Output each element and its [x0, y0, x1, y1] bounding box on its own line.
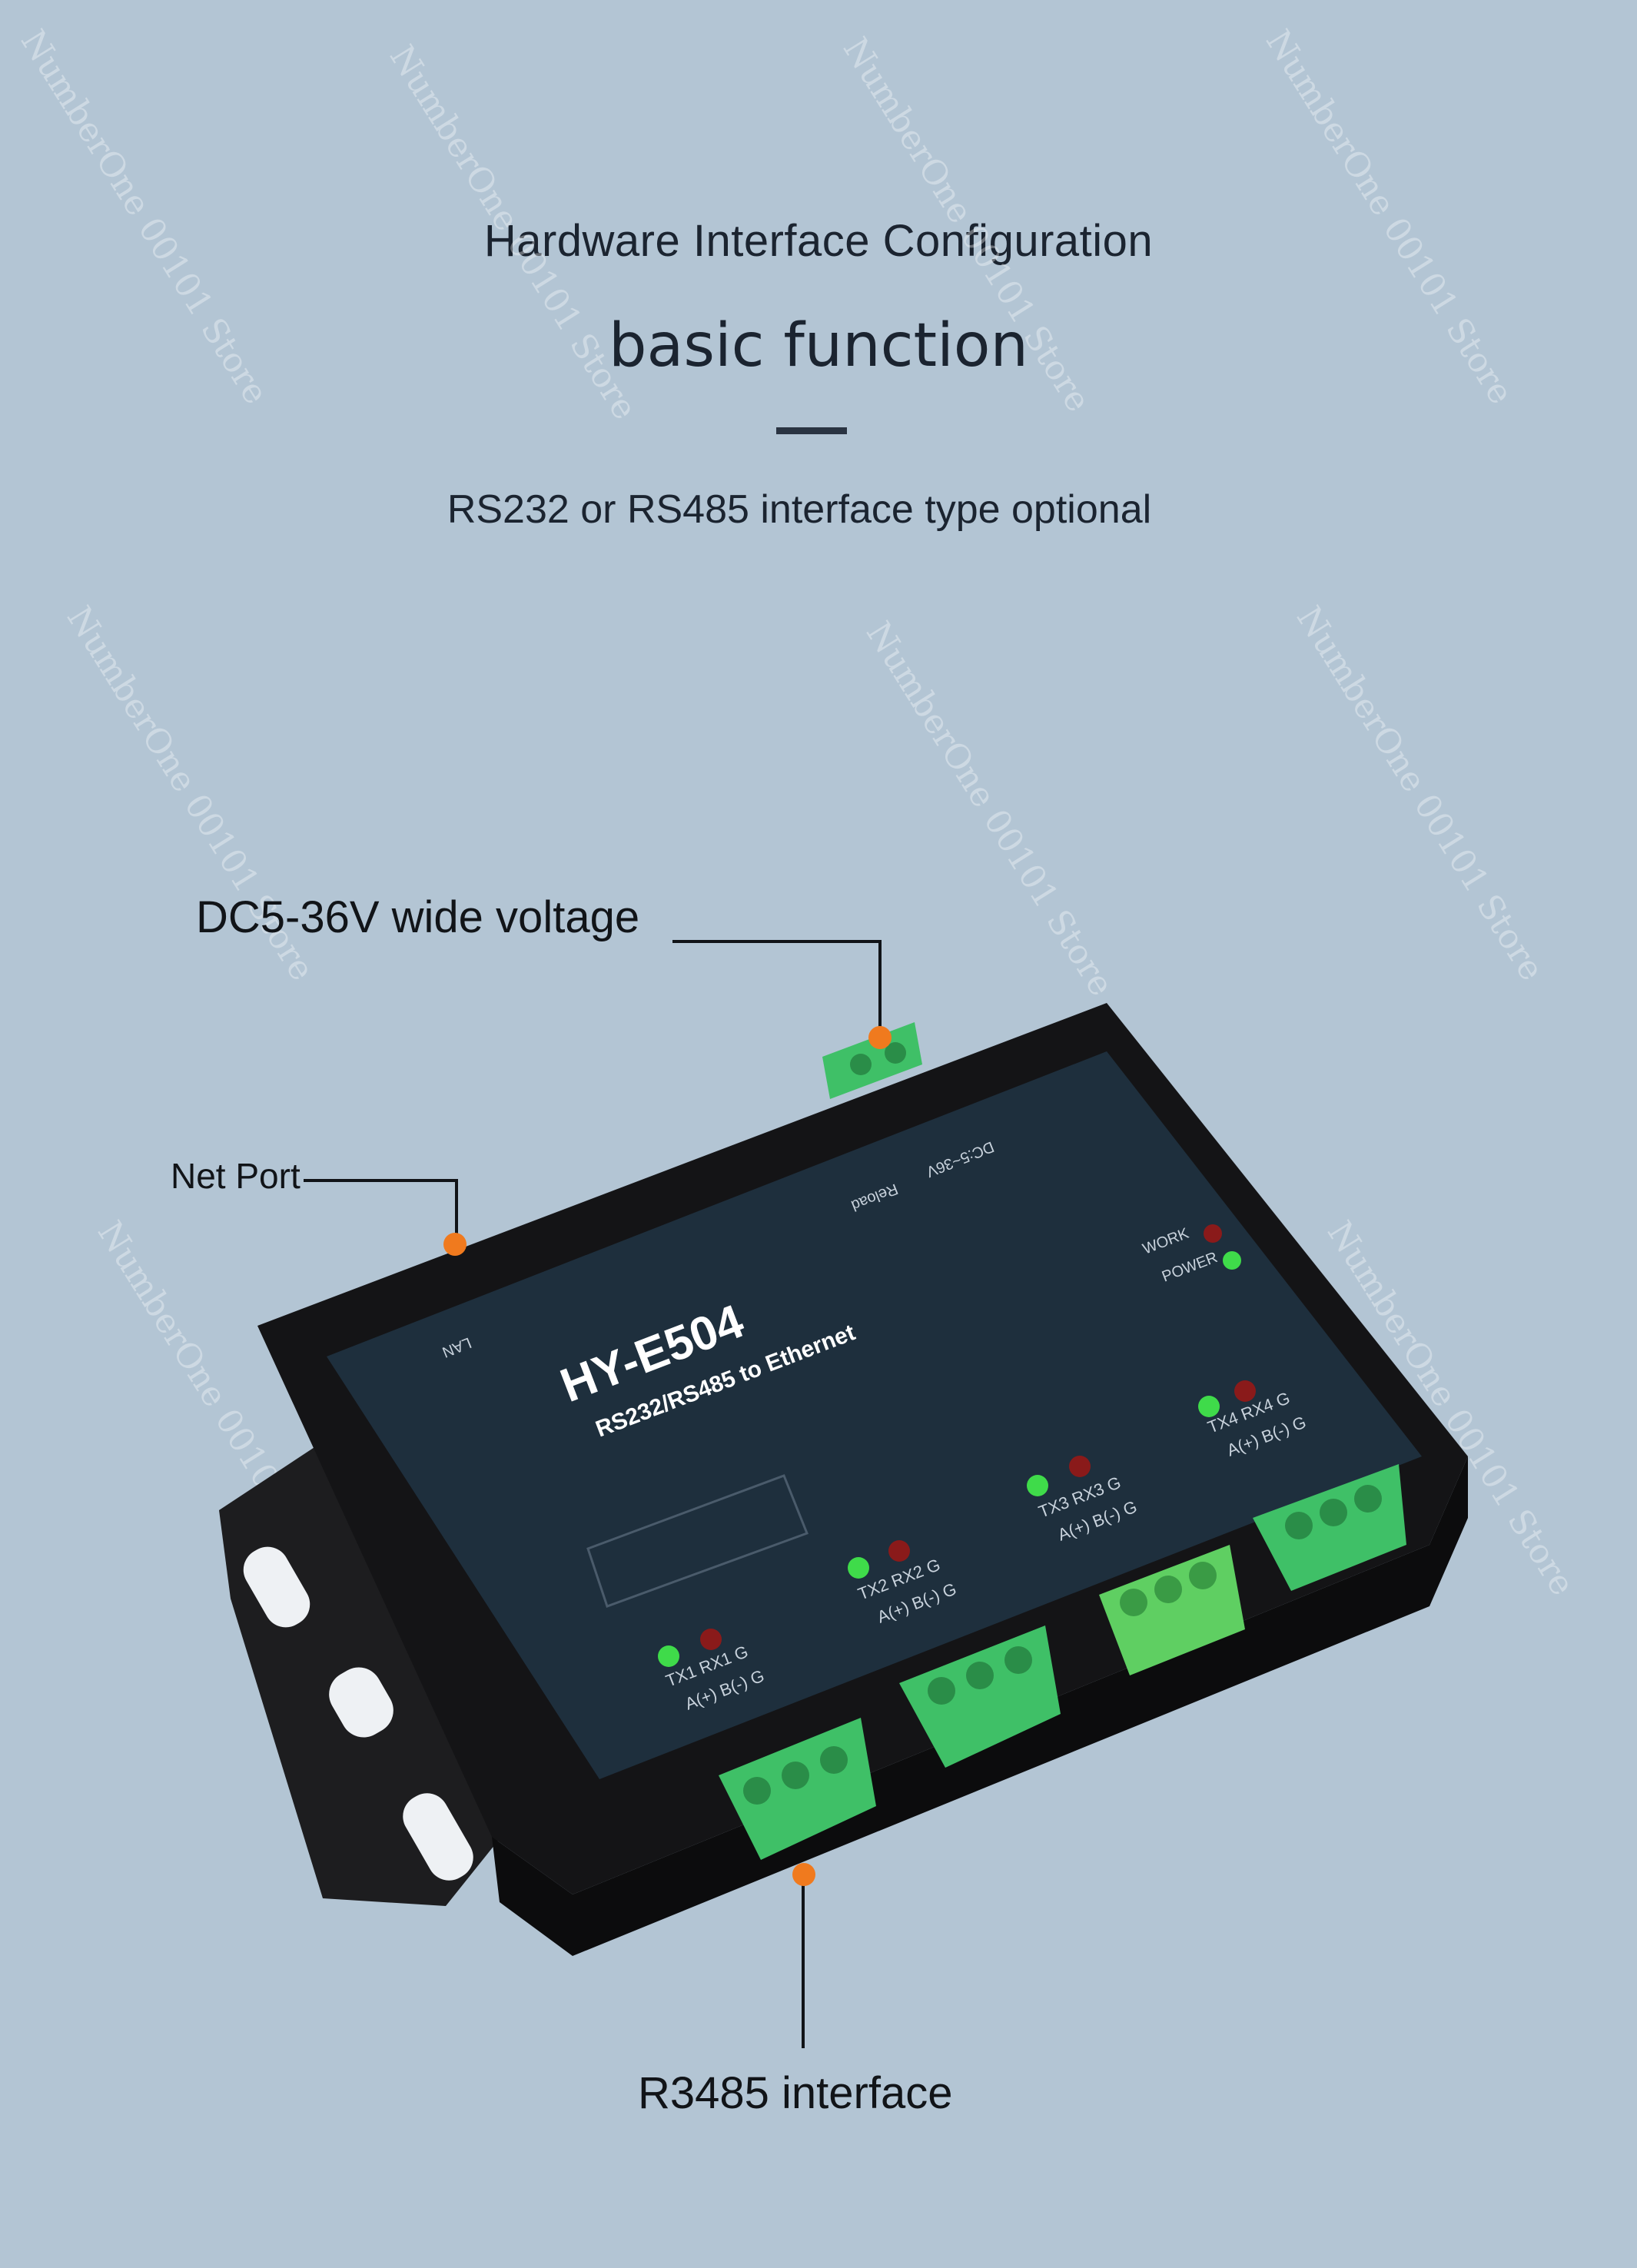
tx1-led [658, 1645, 679, 1667]
rx2-led [888, 1540, 910, 1562]
page-subtitle: RS232 or RS485 interface type optional [447, 487, 1152, 532]
net-port-callout-label: Net Port [171, 1156, 301, 1196]
serial-terminal-3 [1099, 1545, 1245, 1675]
panel-window [586, 1474, 809, 1608]
rx1-led [700, 1629, 722, 1650]
mounting-hole [403, 1793, 473, 1881]
title-divider [776, 427, 847, 434]
net-port-callout-line [304, 1179, 458, 1241]
mounting-ear [219, 1391, 538, 1906]
serial-terminal-2 [899, 1625, 1061, 1768]
serial-terminal-4 [1253, 1464, 1406, 1591]
mounting-hole [243, 1546, 310, 1628]
tx3-led [1027, 1475, 1048, 1496]
serial-callout-label: R3485 interface [638, 2068, 953, 2118]
tx4-led [1198, 1396, 1220, 1417]
serial-callout-dot [792, 1863, 815, 1886]
device-panel [327, 1051, 1422, 1779]
tx2-led [848, 1557, 869, 1579]
device-case-side [492, 1456, 1468, 1956]
power-terminal [822, 1022, 922, 1099]
net-port-callout-dot [443, 1233, 467, 1256]
terminal-screw [850, 1054, 872, 1075]
work-led [1204, 1224, 1222, 1243]
power-callout-line [672, 940, 882, 1034]
section-label: Hardware Interface Configuration [483, 216, 1154, 266]
serial-terminal-1 [719, 1718, 876, 1860]
rx4-led [1234, 1380, 1256, 1402]
rx3-led [1069, 1456, 1091, 1477]
page-title: basic function [609, 311, 1028, 380]
mounting-hole [329, 1667, 393, 1738]
power-callout-label: DC5-36V wide voltage [196, 892, 640, 942]
terminal-screw [885, 1042, 906, 1064]
power-led [1223, 1251, 1241, 1270]
power-callout-dot [868, 1026, 892, 1049]
